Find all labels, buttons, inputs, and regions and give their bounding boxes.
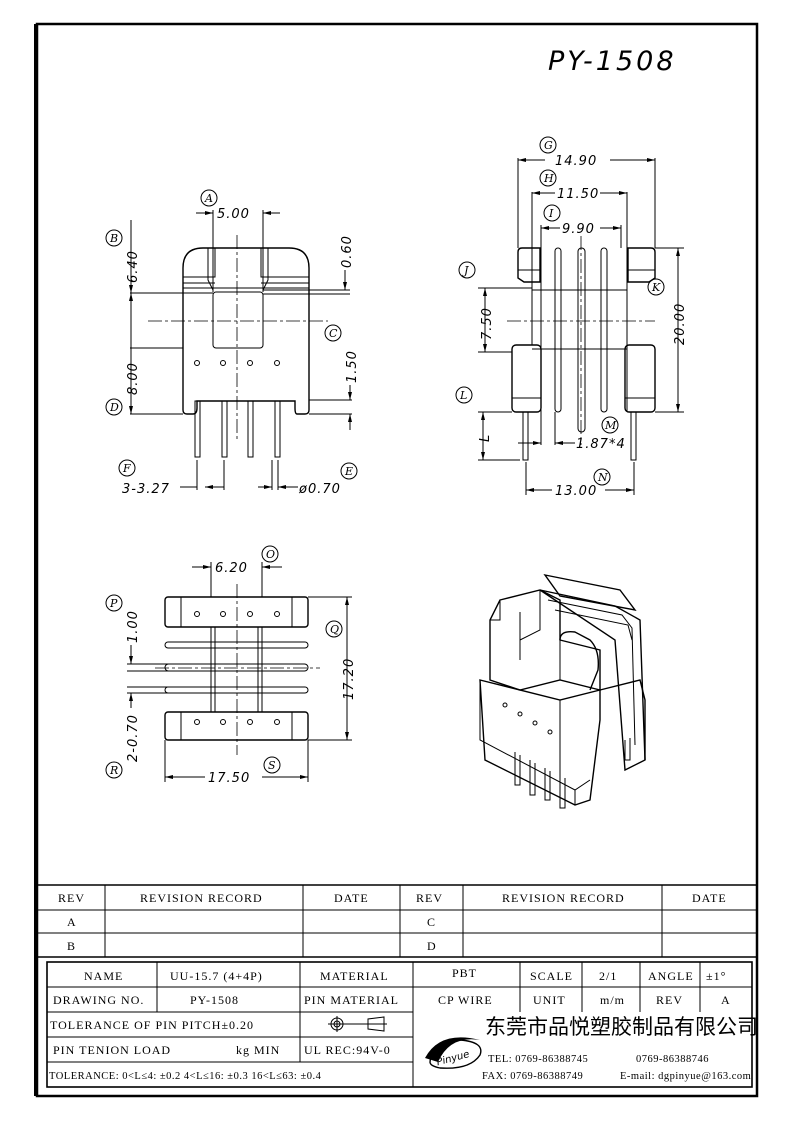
labels-O: O [266, 548, 275, 561]
revision_table-rows-0-3: C [427, 915, 436, 929]
title_block-name_label: NAME [84, 969, 123, 983]
title_block-material: PBT [452, 966, 477, 980]
revision_table-headers-2: DATE [334, 891, 369, 905]
drawing-title: PY-1508 [548, 46, 677, 77]
title_block-pin_tension_unit: kg MIN [236, 1043, 280, 1057]
sheet-border [35, 22, 759, 1098]
side-view: 14.90 11.50 9.90 7.50 20.00 L 1.87*4 13.… [478, 154, 688, 499]
title_block-tel2: 0769-86388746 [636, 1054, 709, 1065]
labels-E: E [344, 465, 353, 478]
dim-r: 2-0.70 [126, 714, 141, 762]
title_block-angle_label: ANGLE [648, 969, 694, 983]
dim-i: 9.90 [562, 222, 595, 237]
title_block-material_label: MATERIAL [320, 969, 389, 983]
title_block-ul: UL REC:94V-0 [304, 1043, 391, 1057]
title_block-pin_material_label: PIN MATERIAL [304, 993, 399, 1007]
labels-L: L [459, 389, 467, 402]
revision_table-headers-5: DATE [692, 891, 727, 905]
title_block-rev_label: REV [656, 993, 683, 1007]
title_block-unit_label: UNIT [533, 993, 566, 1007]
revision_table-headers-1: REVISION RECORD [140, 891, 263, 905]
labels-J: J [462, 264, 469, 277]
labels-K: K [651, 281, 661, 294]
isometric-view [479, 573, 646, 809]
dim-b: 6.40 [126, 250, 141, 283]
front-view: 5.00 6.40 8.00 0.60 1.50 3-3.27 ø0.70 [122, 207, 360, 497]
dim-h: 11.50 [557, 187, 599, 202]
title_block-pin_material: CP WIRE [438, 993, 493, 1007]
labels-R: R [109, 764, 118, 777]
dim-p: 1.00 [126, 610, 141, 643]
title_block-pin_pitch_tol: TOLERANCE OF PIN PITCH±0.20 [50, 1018, 254, 1032]
labels-G: G [544, 139, 553, 152]
labels-H: H [543, 172, 554, 185]
title_block-name: UU-15.7 (4+4P) [170, 969, 263, 983]
title_block-angle: ±1° [706, 969, 726, 983]
labels-F: F [122, 462, 131, 475]
dim-g: 14.90 [555, 154, 597, 169]
company-name: 东莞市品悦塑胶制品有限公司 [485, 1015, 758, 1039]
dim-o: 6.20 [215, 561, 248, 576]
labels-C: C [329, 327, 338, 340]
labels-N: N [597, 471, 608, 484]
dim-q: 17.20 [342, 658, 357, 700]
dim-c: 1.50 [345, 350, 360, 383]
projection-symbol-icon [328, 1016, 387, 1032]
labels-S: S [268, 759, 276, 772]
labels-Q: Q [330, 623, 339, 636]
title_block-pin_tension: PIN TENION LOAD [53, 1043, 171, 1057]
title_block-drawing_no: PY-1508 [190, 993, 239, 1007]
labels-P: P [109, 597, 118, 610]
title_block-scale: 2/1 [599, 969, 617, 983]
title_block-scale_label: SCALE [530, 969, 573, 983]
dim-a: 5.00 [217, 207, 250, 222]
revision_table-rows-1-3: D [427, 939, 437, 953]
labels-A: A [204, 192, 213, 205]
title_block-rev: A [721, 993, 731, 1007]
revision_table-headers-0: REV [58, 891, 85, 905]
dim-j: 7.50 [480, 307, 495, 340]
title_block-unit: m/m [600, 993, 625, 1007]
dim-k: 20.00 [673, 303, 688, 345]
revision_table-headers-3: REV [416, 891, 443, 905]
labels-M: M [604, 419, 617, 432]
revision_table-rows-1-0: B [67, 939, 76, 953]
dim-e: ø0.70 [298, 482, 341, 497]
dim-n: 13.00 [555, 484, 597, 499]
dim-d: 8.00 [126, 362, 141, 395]
reference-labels: A B C D E F G H I J K L M N O P Q R S [105, 136, 665, 779]
labels-D: D [109, 401, 119, 414]
revision-table: REV REVISION RECORD DATE REV REVISION RE… [37, 884, 757, 958]
labels-I: I [548, 207, 554, 220]
revision_table-headers-4: REVISION RECORD [502, 891, 625, 905]
dim-l: L [478, 434, 493, 442]
title_block-drawing_no_label: DRAWING NO. [53, 993, 144, 1007]
pinyue-logo: Pinyue [425, 1037, 482, 1069]
title_block-tolerance: TOLERANCE: 0<L≤4: ±0.2 4<L≤16: ±0.3 16<L… [49, 1071, 322, 1082]
dim-c2: 0.60 [340, 235, 355, 268]
dim-f: 3-3.27 [122, 482, 170, 497]
revision_table-rows-0-0: A [67, 915, 77, 929]
dim-m: 1.87*4 [576, 437, 626, 452]
title-block: NAME UU-15.7 (4+4P) MATERIAL PBT SCALE 2… [46, 961, 758, 1088]
title_block-fax: FAX: 0769-86388749 [482, 1071, 583, 1082]
bottom-view: 6.20 17.20 1.00 2-0.70 17.50 [126, 561, 357, 786]
title_block-email: E-mail: dgpinyue@163.com [620, 1071, 751, 1082]
labels-B: B [109, 232, 118, 245]
title_block-tel: TEL: 0769-86388745 [488, 1054, 588, 1065]
dim-s: 17.50 [208, 771, 250, 786]
